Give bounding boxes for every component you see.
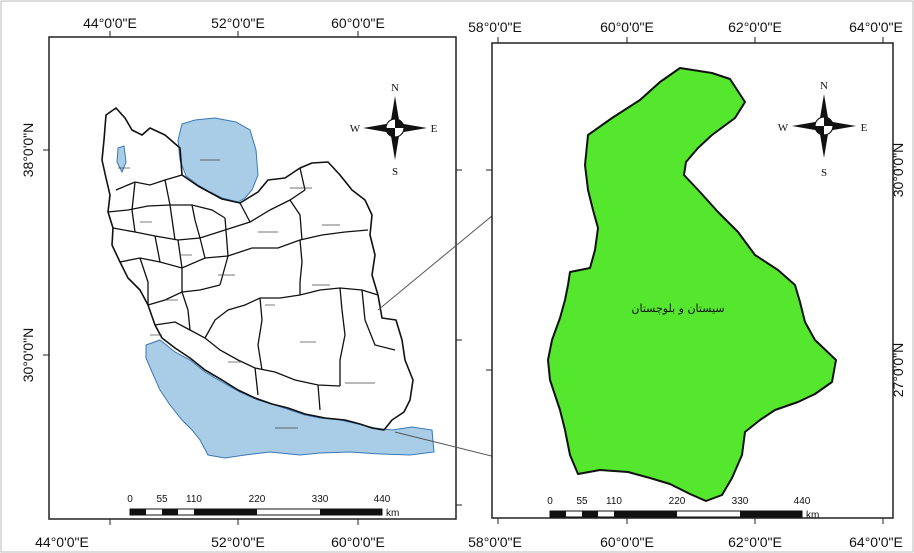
left-scale-110: 110 — [186, 494, 202, 505]
left-scale-bar: 0 55 110 220 330 440 km — [127, 494, 399, 519]
right-scale-110: 110 — [606, 496, 622, 507]
right-compass-n: N — [820, 80, 828, 92]
right-compass-w: W — [778, 122, 789, 134]
left-compass-e: E — [431, 123, 438, 135]
left-compass-w: W — [350, 123, 361, 135]
left-bottom-tick-1: 44°0'0"E — [35, 534, 89, 550]
left-scale-unit: km — [386, 508, 399, 519]
right-compass-e: E — [861, 122, 868, 134]
right-frame-ticks — [486, 37, 899, 524]
left-compass-n: N — [391, 82, 399, 94]
right-bottom-tick-3: 62°0'0"E — [728, 534, 782, 550]
right-bottom-tick-4: 64°0'0"E — [849, 534, 903, 550]
right-map-panel: 58°0'0"E 60°0'0"E 62°0'0"E 64°0'0"E 58°0… — [468, 19, 906, 550]
left-compass-s: S — [392, 166, 398, 178]
province-name-label: سیستان و بلوچستان — [631, 302, 724, 315]
province-boundaries — [107, 167, 396, 411]
left-top-tick-1: 44°0'0"E — [83, 15, 137, 31]
left-top-tick-3: 60°0'0"E — [331, 15, 385, 31]
left-scale-55: 55 — [156, 494, 168, 505]
left-bottom-tick-3: 60°0'0"E — [331, 534, 385, 550]
right-north-arrow: N S E W — [778, 80, 868, 179]
left-scale-440: 440 — [374, 494, 391, 505]
right-top-tick-1: 58°0'0"E — [468, 19, 522, 35]
left-bottom-tick-2: 52°0'0"E — [211, 534, 265, 550]
right-scale-440: 440 — [794, 496, 811, 507]
left-north-arrow: N S E W — [350, 82, 438, 178]
iran-outline — [101, 107, 414, 431]
right-lat-tick-2: 27°0'0"N — [890, 343, 906, 398]
left-scale-0: 0 — [127, 494, 133, 505]
right-scale-unit: km — [806, 510, 819, 521]
right-top-tick-3: 62°0'0"E — [728, 19, 782, 35]
right-top-tick-4: 64°0'0"E — [849, 19, 903, 35]
left-scale-330: 330 — [312, 494, 329, 505]
sistan-baluchestan-province — [547, 67, 837, 502]
right-scale-0: 0 — [547, 496, 553, 507]
left-scale-220: 220 — [249, 494, 266, 505]
right-lat-tick-1: 30°0'0"N — [890, 143, 906, 198]
right-top-tick-2: 60°0'0"E — [600, 19, 654, 35]
right-scale-220: 220 — [669, 496, 686, 507]
left-top-tick-2: 52°0'0"E — [211, 15, 265, 31]
lake-urmia — [116, 145, 127, 174]
right-scale-bar: 0 55 110 220 330 440 km — [547, 496, 819, 521]
right-bottom-tick-2: 60°0'0"E — [600, 534, 654, 550]
province-label-marks — [118, 159, 375, 429]
left-lat-tick-2: 30°0'0"N — [20, 328, 36, 383]
right-compass-s: S — [821, 167, 827, 179]
left-lat-tick-1: 38°0'0"N — [20, 123, 36, 178]
right-scale-55: 55 — [576, 496, 588, 507]
right-scale-330: 330 — [732, 496, 749, 507]
right-bottom-tick-1: 58°0'0"E — [468, 534, 522, 550]
left-map-panel: 44°0'0"E 52°0'0"E 60°0'0"E 44°0'0"E 52°0… — [20, 15, 462, 550]
left-frame-ticks — [43, 31, 462, 525]
